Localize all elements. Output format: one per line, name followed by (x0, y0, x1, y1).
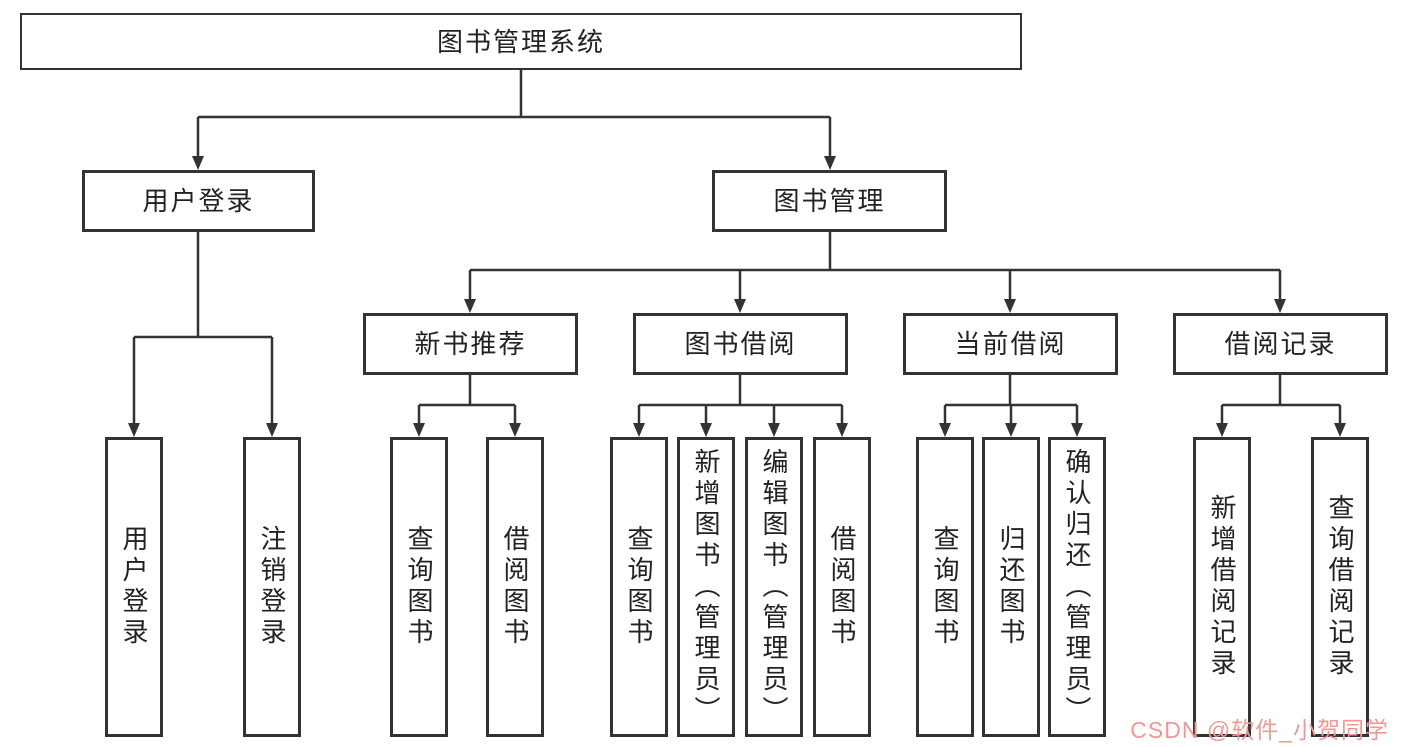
leaf-logout: 注销登录 (243, 437, 301, 737)
node-label: 图书管理系统 (436, 26, 605, 57)
node-label: 借阅图书 (500, 525, 530, 649)
node-label: 注销登录 (257, 525, 287, 649)
node-label: 图书借阅 (684, 329, 797, 359)
node-label: 图书管理 (773, 186, 886, 216)
arrowheads (128, 156, 1346, 437)
node-label: 确认归还（管理员） (1062, 447, 1092, 727)
leaf-query-borrow-record: 查询借阅记录 (1311, 437, 1369, 737)
leaf-borrow-books-recommend: 借阅图书 (486, 437, 544, 737)
leaf-add-book-admin: 新增图书（管理员） (677, 437, 735, 737)
leaf-edit-book-admin: 编辑图书（管理员） (745, 437, 803, 737)
node-label: 归还图书 (996, 525, 1026, 649)
node-library-management-system: 图书管理系统 (20, 13, 1022, 70)
node-book-management: 图书管理 (712, 170, 947, 232)
node-label: 查询借阅记录 (1325, 494, 1355, 680)
leaf-return-book: 归还图书 (982, 437, 1040, 737)
node-borrowing-records: 借阅记录 (1173, 313, 1388, 375)
leaf-query-books-recommend: 查询图书 (390, 437, 448, 737)
node-label: 新书推荐 (414, 329, 527, 359)
node-current-borrowing: 当前借阅 (903, 313, 1118, 375)
leaf-query-books-borrowing: 查询图书 (610, 437, 668, 737)
leaf-user-login: 用户登录 (105, 437, 163, 737)
node-label: 用户登录 (142, 186, 255, 216)
tree-edges (132, 70, 1342, 424)
node-label: 编辑图书（管理员） (759, 447, 789, 727)
leaf-confirm-return-admin: 确认归还（管理员） (1048, 437, 1106, 737)
node-label: 查询图书 (930, 525, 960, 649)
leaf-query-books-current: 查询图书 (916, 437, 974, 737)
node-label: 查询图书 (624, 525, 654, 649)
leaf-add-borrow-record: 新增借阅记录 (1193, 437, 1251, 737)
node-label: 新增借阅记录 (1207, 494, 1237, 680)
node-label: 查询图书 (404, 525, 434, 649)
node-book-borrowing: 图书借阅 (633, 313, 848, 375)
node-label: 借阅图书 (827, 525, 857, 649)
node-label: 当前借阅 (954, 329, 1067, 359)
node-new-book-recommendation: 新书推荐 (363, 313, 578, 375)
node-user-login: 用户登录 (82, 170, 315, 232)
node-label: 借阅记录 (1224, 329, 1337, 359)
leaf-borrow-books: 借阅图书 (813, 437, 871, 737)
node-label: 新增图书（管理员） (691, 447, 721, 727)
node-label: 用户登录 (119, 525, 149, 649)
